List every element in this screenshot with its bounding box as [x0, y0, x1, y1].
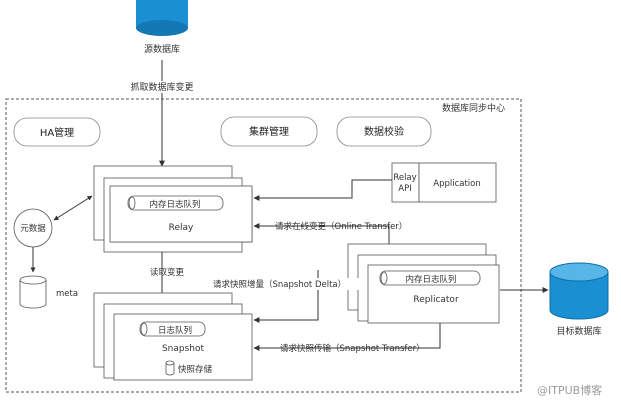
relay-queue-scroll	[127, 195, 224, 211]
capture-changes-label: 抓取数据库变更	[130, 81, 193, 93]
source-database-label: 源数据库	[144, 43, 180, 55]
data-verify-label: 数据校验	[364, 125, 404, 138]
meta-label: meta	[56, 289, 78, 299]
ha-management-box: HA管理	[13, 117, 101, 147]
replicator-label: Replicator	[413, 295, 459, 305]
metadata-label: 元数据	[20, 223, 46, 234]
snapshot-delta-label: 请求快照增量（Snapshot Delta）	[213, 279, 346, 290]
snapshot-label: Snapshot	[162, 344, 205, 354]
ha-management-label: HA管理	[40, 126, 74, 139]
relay-api-label-line2: API	[398, 184, 411, 194]
snapshot-stack	[93, 292, 253, 381]
replicator-queue-label: 内存日志队列	[405, 274, 456, 285]
capture-label-bg	[126, 81, 196, 93]
snapshot-storage-label: 快照存储	[178, 364, 213, 375]
snapshot-queue-label: 日志队列	[158, 325, 192, 336]
meta-cylinder-icon	[19, 275, 47, 309]
application-box	[418, 162, 497, 203]
online-transfer-label: 请求在线变更（Online Transfer）	[275, 221, 407, 232]
cluster-management-box: 集群管理	[220, 116, 318, 147]
target-database-label: 目标数据库	[556, 325, 601, 337]
sync-center-boundary	[5, 98, 522, 393]
sync-center-label: 数据库同步中心	[442, 102, 505, 114]
snapshot-queue-scroll	[139, 321, 206, 337]
target-database-icon	[549, 262, 609, 320]
metadata-relay-arrow	[53, 195, 93, 221]
application-label: Application	[433, 179, 481, 189]
cluster-management-label: 集群管理	[249, 125, 289, 138]
source-database-icon	[136, 0, 188, 36]
snapshot-transfer-arrow	[253, 323, 441, 351]
snapshot-storage-icon	[165, 360, 175, 376]
read-changes-label: 读取变更	[150, 267, 185, 278]
data-verify-box: 数据校验	[336, 116, 432, 147]
relay-api-arrow	[253, 179, 392, 201]
watermark: @ITPUB博客	[537, 383, 602, 397]
snapshot-delta-arrow	[253, 270, 319, 323]
replicator-queue-scroll	[379, 270, 481, 286]
snapshot-transfer-label: 请求快照传输（Snapshot Transfer）	[280, 343, 425, 354]
relay-api-label-line1: Relay	[393, 173, 416, 183]
relay-queue-label: 内存日志队列	[149, 199, 200, 210]
relay-label: Relay	[169, 223, 194, 233]
snapshot-delta-label-bg	[209, 278, 359, 290]
